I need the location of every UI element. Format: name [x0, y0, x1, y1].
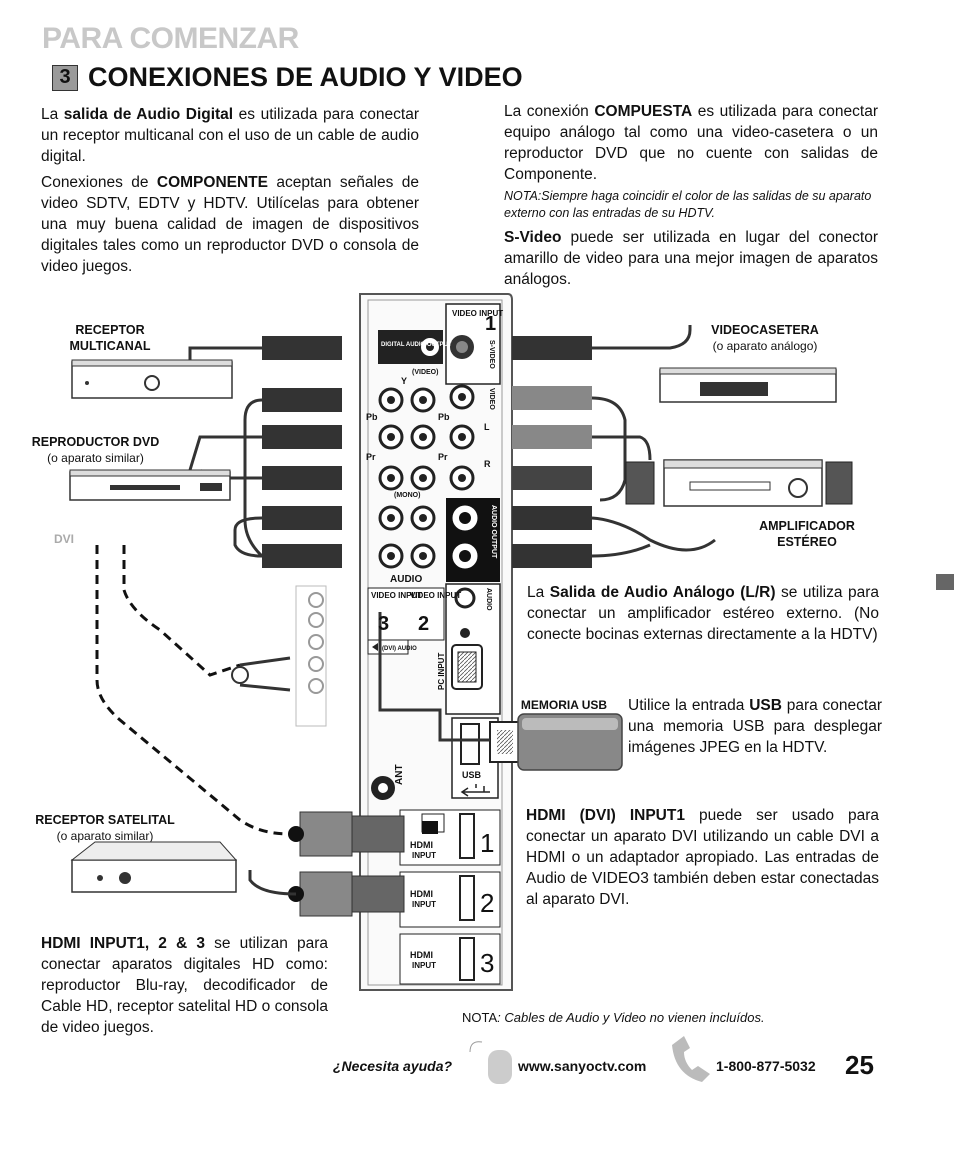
usb-memory-stick: [489, 713, 623, 771]
hdmi-plugs: [288, 811, 405, 917]
dashed-dvi-cables: [95, 545, 291, 836]
section-title: PARA COMENZAR: [42, 22, 299, 55]
panel-dvi-audio: (DVI) AUDIO: [382, 646, 417, 652]
page-heading: 3 CONEXIONES DE AUDIO Y VIDEO: [52, 62, 523, 93]
panel-video: VIDEO: [488, 388, 495, 410]
component-paragraph: Conexiones de COMPONENTE aceptan señales…: [41, 174, 419, 275]
hdmi-ports: [399, 809, 501, 985]
panel-r: R: [484, 459, 491, 469]
multichannel-receiver: [71, 359, 233, 399]
phone-number: 1-800-877-5032: [716, 1058, 816, 1074]
panel-hdmi-2: HDMI: [410, 889, 433, 899]
panel-pc-input: PC INPUT: [437, 653, 446, 690]
reproductor-dvd-label: REPRODUCTOR DVD (o aparato similar): [31, 435, 160, 465]
rca-plugs-right: [512, 336, 592, 568]
website-link[interactable]: www.sanyoctv.com: [518, 1058, 647, 1074]
panel-digital-audio: DIGITAL AUDIO OUTPUT: [381, 342, 452, 348]
panel-s-video: S-VIDEO: [488, 340, 495, 369]
component-jacks: [378, 384, 475, 569]
cables-note: NOTA: Cables de Audio y Video no vienen …: [462, 1010, 765, 1025]
panel-usb: USB: [462, 770, 482, 780]
composite-paragraph: La conexión COMPUESTA es utilizada para …: [504, 103, 878, 183]
dvd-player: [69, 469, 231, 501]
mouse-icon: [469, 1041, 512, 1084]
rca-plugs-left: [262, 336, 342, 568]
satellite-receiver: [70, 841, 238, 893]
amplificador-label: AMPLIFICADOR ESTÉREO: [759, 519, 855, 549]
panel-y: Y: [401, 376, 407, 386]
panel-h3: 3: [480, 948, 494, 978]
panel-h2: 2: [480, 888, 494, 918]
panel-num-2: 2: [418, 613, 429, 635]
s-video-paragraph: S-Video puede ser utilizada en lugar del…: [504, 229, 878, 288]
video-input-3-detail: [231, 585, 327, 727]
panel-l: L: [484, 422, 490, 432]
panel-pb-right: Pb: [438, 412, 450, 422]
help-text: ¿Necesita ayuda?: [333, 1058, 453, 1074]
panel-input-1-number: 1: [485, 313, 496, 335]
vcr-device: [659, 367, 837, 403]
analog-audio-callout: La Salida de Audio Análogo (L/R) se util…: [527, 584, 879, 643]
panel-hdmi-input-2: INPUT: [412, 900, 436, 909]
panel-mono: (MONO): [394, 492, 420, 499]
videocasetera-label: VIDEOCASETERA (o aparato análogo): [711, 323, 819, 353]
page-number: 25: [845, 1050, 874, 1080]
s-video-jack: [450, 335, 474, 359]
panel-hdmi-1: HDMI: [410, 840, 433, 850]
color-match-note: NOTA:Siempre haga coincidir el color de …: [504, 189, 872, 220]
panel-audio: AUDIO: [390, 574, 422, 585]
panel-pr-left: Pr: [366, 452, 376, 462]
digital-audio-output-box: [378, 330, 443, 364]
panel-hdmi-3: HDMI: [410, 950, 433, 960]
panel-pb-left: Pb: [366, 412, 378, 422]
panel-video-input-3: VIDEO INPUT: [371, 591, 422, 600]
hdmi-inputs-callout: HDMI INPUT1, 2 & 3 se utilizan para cone…: [41, 935, 328, 1036]
digital-audio-paragraph: La salida de Audio Digital es utilizada …: [41, 106, 419, 165]
panel-num-3: 3: [378, 613, 389, 635]
panel-video-input-2: VIDEO INPUT: [410, 591, 461, 600]
panel-pr-right: Pr: [438, 452, 448, 462]
stereo-amplifier: [625, 459, 853, 507]
side-tab-marker: [936, 574, 954, 590]
panel-audio-output: AUDIO OUTPUT: [490, 505, 497, 559]
panel-video-paren: (VIDEO): [412, 369, 438, 376]
panel-ant: ANT: [394, 764, 405, 785]
panel-hdmi-input-1: INPUT: [412, 851, 436, 860]
page-title: CONEXIONES DE AUDIO Y VIDEO: [88, 62, 523, 92]
panel-hdmi-input-3: INPUT: [412, 961, 436, 970]
panel-labels: VIDEO INPUT 1 DIGITAL AUDIO OUTPUT (VIDE…: [366, 309, 503, 978]
audio-output-box: [446, 498, 500, 582]
usb-callout: Utilice la entrada USB para conectar una…: [628, 697, 882, 756]
receptor-multicanal-label: RECEPTOR MULTICANAL: [69, 323, 151, 353]
dvi-label: DVI: [54, 532, 75, 546]
panel-h1: 1: [480, 828, 494, 858]
pc-input-area: [445, 583, 501, 715]
phone-icon: [672, 1036, 710, 1082]
antenna-jack: [371, 776, 395, 800]
panel-video-input-1: VIDEO INPUT: [452, 309, 503, 318]
memoria-usb-label: MEMORIA USB: [520, 698, 608, 712]
step-number-badge: 3: [52, 64, 78, 91]
hdmi-dvi-callout: HDMI (DVI) INPUT1 puede ser usado para c…: [526, 807, 879, 908]
panel-audio-vertical: AUDIO: [485, 588, 492, 611]
receptor-satelital-label: RECEPTOR SATELITAL (o aparato similar): [35, 813, 175, 843]
